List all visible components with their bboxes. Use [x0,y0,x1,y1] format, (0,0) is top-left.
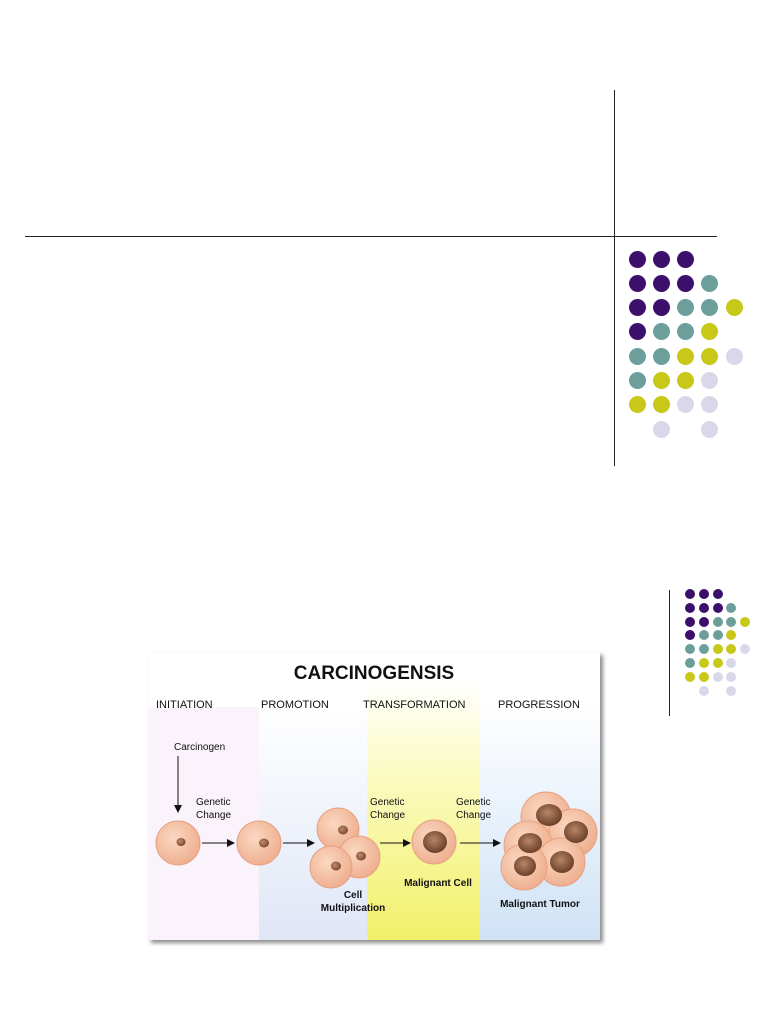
decorative-dot [712,616,723,627]
normal-cell [155,820,201,866]
stage-transformation: TRANSFORMATION [363,699,466,711]
decorative-dot [712,658,723,668]
cell-label: Cell [344,890,363,901]
decorative-dot [652,274,670,292]
decorative-dot [652,299,670,317]
carcinogen-label: Carcinogen [174,742,225,753]
decorative-dot [652,420,670,438]
decorative-dot [685,658,695,668]
decorative-dot [698,671,709,682]
decorative-dot [726,658,737,668]
multiplication-label: Multiplication [321,903,385,914]
decorative-dot [652,396,670,414]
decorative-dot [726,602,737,613]
decorative-dot [698,658,709,668]
decorative-dot [701,323,719,341]
decorative-dot [712,671,723,682]
decorative-dot [740,616,751,627]
decorative-dot [685,589,695,599]
decorative-dot [698,630,709,641]
decorative-dot [677,250,695,268]
decorative-dot [628,274,646,292]
decorative-dot [652,347,670,365]
slide1-horizontal-rule [25,236,717,237]
decorative-dot [685,630,695,641]
stage-progression: PROGRESSION [498,699,580,711]
change-label-2: Change [370,810,405,821]
decorative-dot [701,347,719,365]
decorative-dot [652,372,670,389]
decorative-dot [712,602,723,613]
decorative-dot [712,644,723,655]
decorative-dot [712,589,723,599]
decorative-dot [628,347,646,365]
decorative-dot [701,396,719,414]
decorative-dot [701,299,719,317]
malignant-tumor [500,791,598,891]
decorative-dot [698,589,709,599]
decorative-dot [628,250,646,268]
decorative-dot [701,274,719,292]
decorative-dot [685,602,695,613]
malignant-cell [411,819,457,865]
genetic-label-2: Genetic [370,797,404,808]
decorative-dot [677,372,695,389]
decorative-dot [740,644,751,655]
diagram-title: CARCINOGENSIS [294,663,454,684]
carcinogenesis-diagram: CARCINOGENSIS INITIATION PROMOTION TRANS… [148,652,600,940]
change-label-3: Change [456,810,491,821]
decorative-dot [725,299,743,317]
decorative-dot [677,396,695,414]
decorative-dot [677,299,695,317]
decorative-dot [726,644,737,655]
initiation-panel [148,707,259,940]
decorative-dot [652,323,670,341]
malignant-cell-label: Malignant Cell [404,878,472,889]
decorative-dot [698,616,709,627]
decorative-dot [677,323,695,341]
malignant-tumor-label: Malignant Tumor [500,899,580,910]
decorative-dot [726,671,737,682]
slide1-vertical-rule [614,90,615,466]
decorative-dot [685,616,695,627]
decorative-dot [685,671,695,682]
decorative-dot [698,602,709,613]
decorative-dot [701,420,719,438]
decorative-dot [701,372,719,389]
transformation-panel [367,682,480,940]
decorative-dot [652,250,670,268]
decorative-dot [677,274,695,292]
decorative-dot [628,299,646,317]
stage-initiation: INITIATION [156,699,213,711]
genetic-label-1: Genetic [196,797,230,808]
decorative-dot [698,685,709,696]
decorative-dot [628,323,646,341]
slide2-vertical-rule [669,590,670,716]
decorative-dot [726,685,737,696]
genetic-label-3: Genetic [456,797,490,808]
change-label-1: Change [196,810,231,821]
decorative-dot [628,396,646,414]
multiplied-cells [309,807,381,889]
decorative-dot [726,630,737,641]
decorative-dot [712,630,723,641]
decorative-dot [698,644,709,655]
decorative-dot [726,616,737,627]
decorative-dot [725,347,743,365]
initiated-cell [236,820,282,866]
decorative-dot [677,347,695,365]
decorative-dot [685,644,695,655]
stage-promotion: PROMOTION [261,699,329,711]
decorative-dot [628,372,646,389]
